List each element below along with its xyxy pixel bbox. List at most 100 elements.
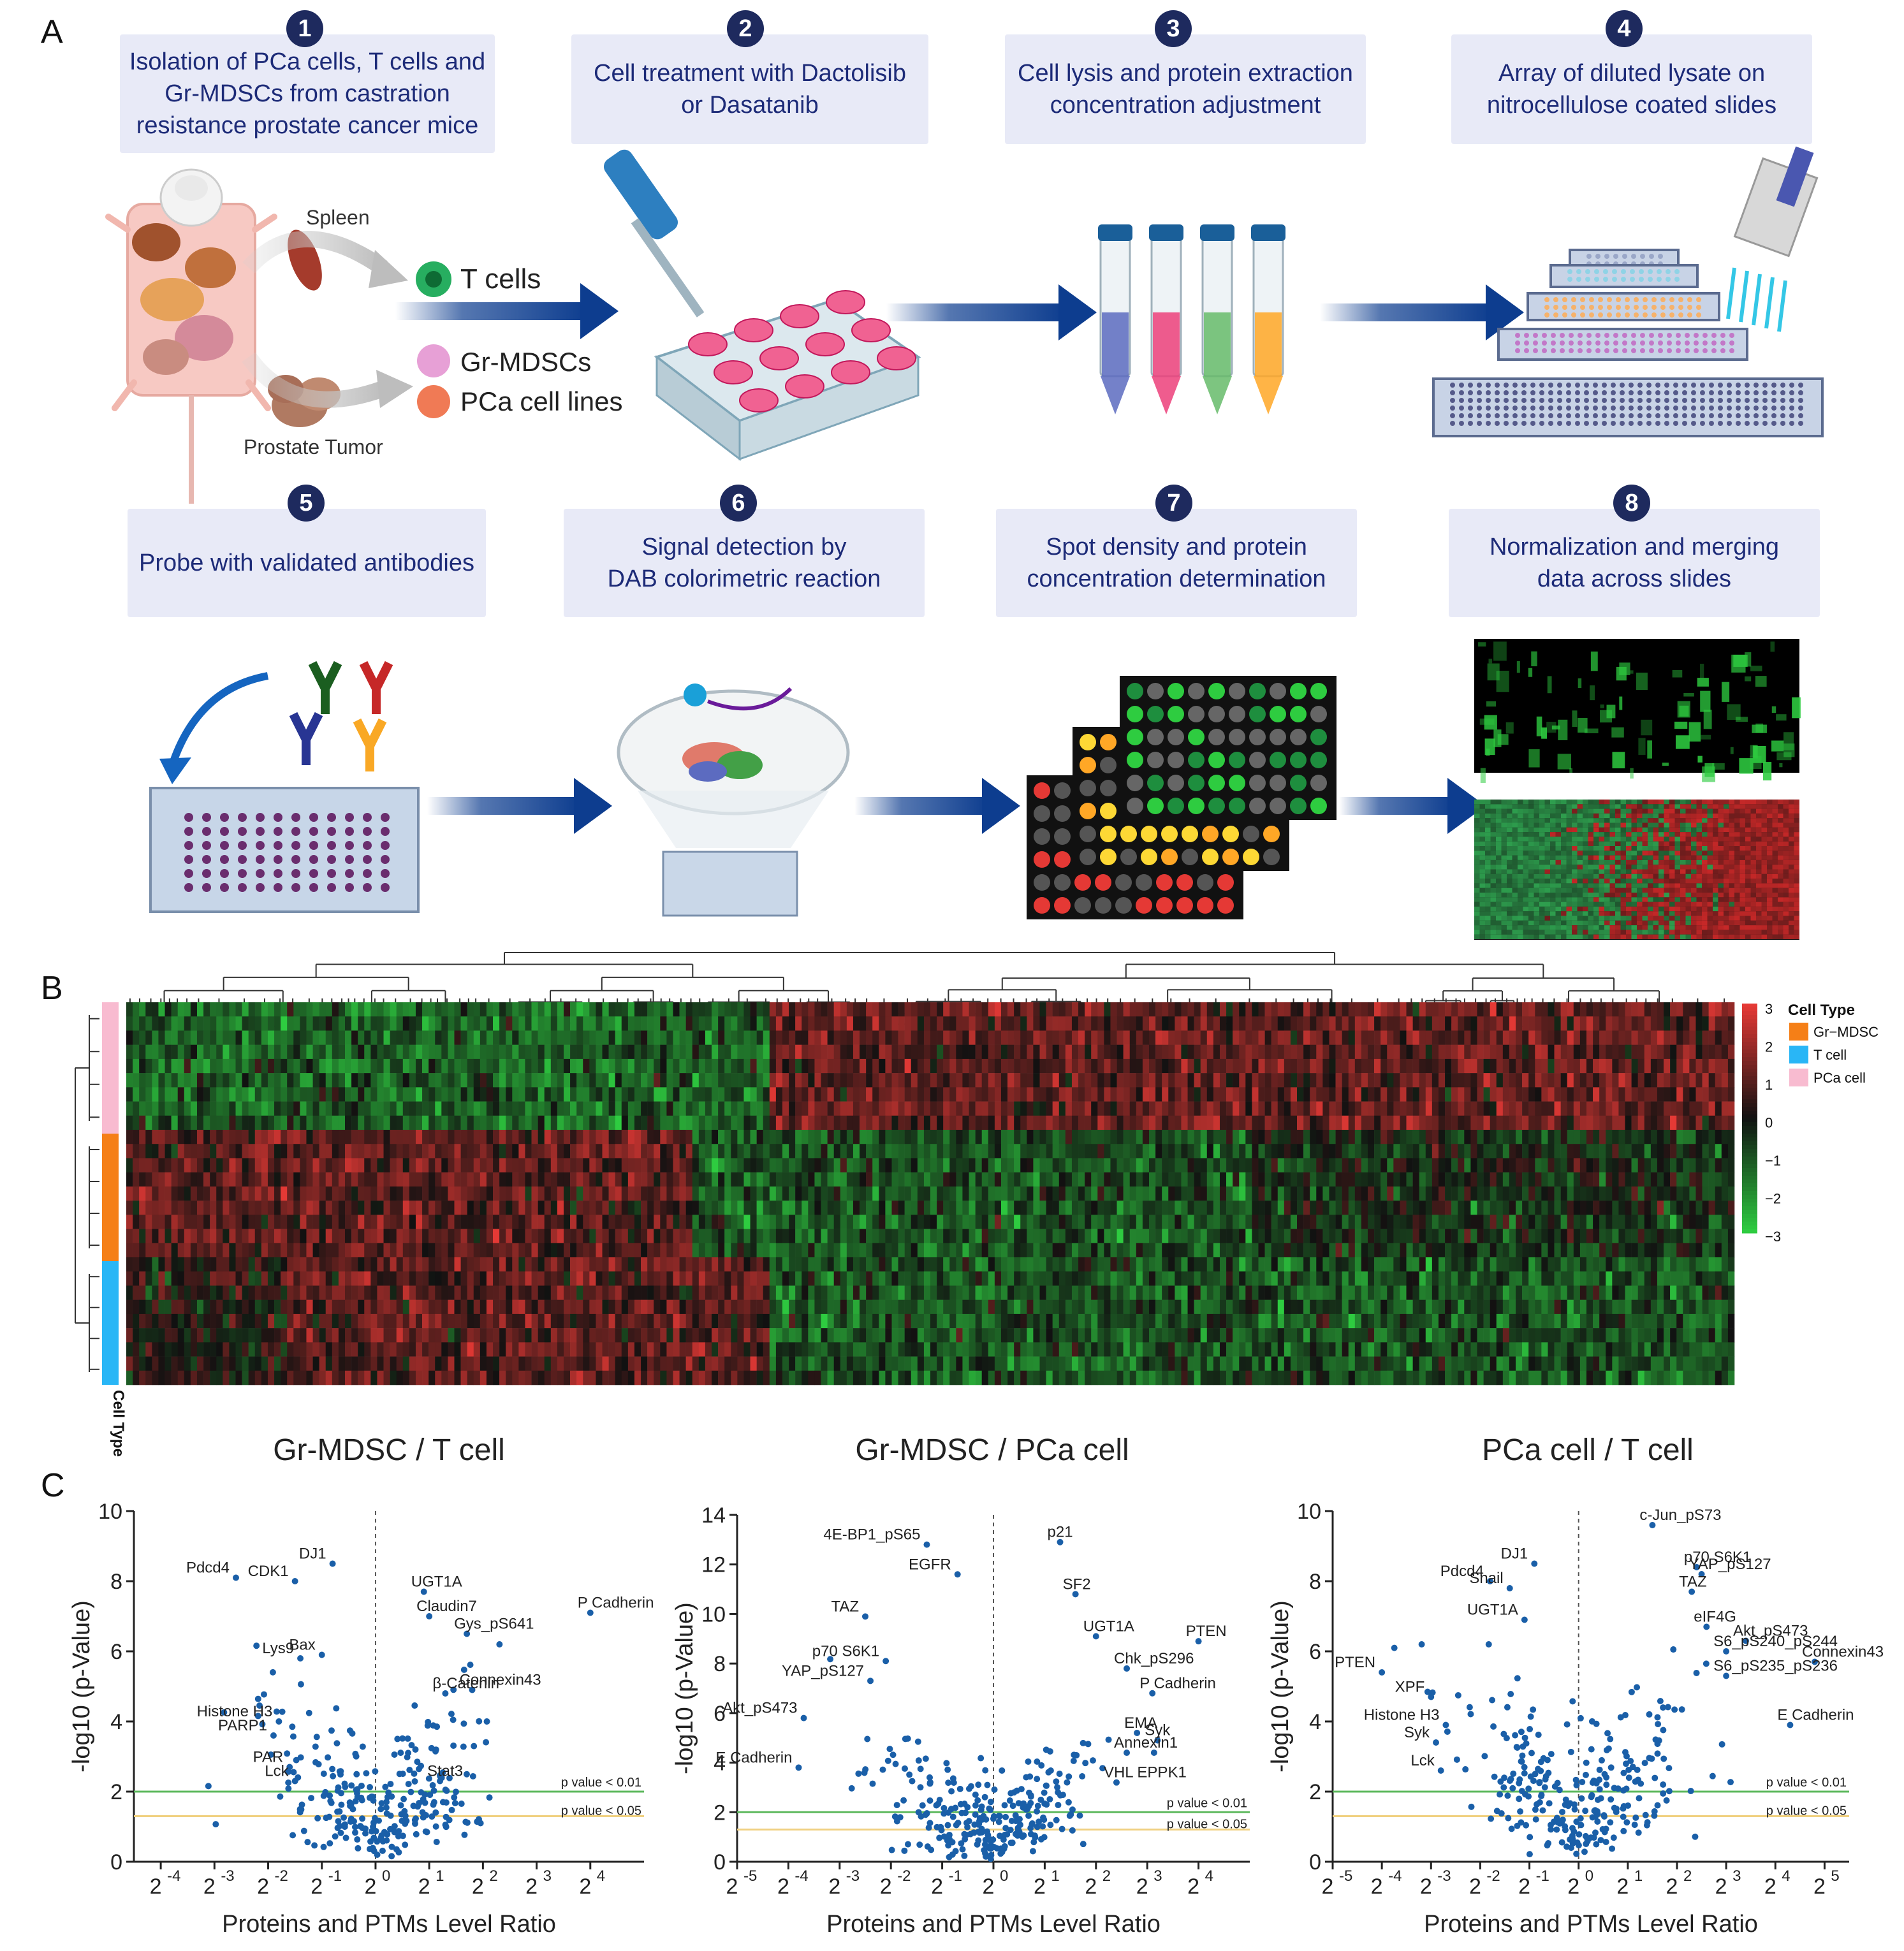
heatmap-cell [608,1044,615,1060]
scan-signal [1674,721,1688,729]
heatmap-cell [190,1002,198,1017]
heatmap-cell [351,1087,358,1102]
heatmap-cell [1367,1030,1375,1045]
merged-cell [1583,883,1588,888]
merged-cell [1534,906,1539,912]
heatmap-cell [589,1016,596,1031]
heatmap-cell [1039,1073,1046,1088]
heatmap-cell [248,1058,256,1074]
scan-signal [1619,696,1623,710]
heatmap-cell [821,1073,828,1088]
heatmap-cell [1586,1087,1593,1102]
merged-cell [1566,920,1572,926]
merged-cell [1599,879,1604,884]
heatmap-cell [981,1058,989,1074]
heatmap-cell [486,1016,494,1031]
heatmap-cell [506,1044,513,1060]
heatmap-cell [248,1101,256,1116]
heatmap-cell [1483,1058,1490,1074]
heatmap-cell [1509,1044,1516,1060]
merged-cell [1680,841,1686,846]
slide-spot [1727,406,1732,411]
merged-cell [1555,855,1561,860]
heatmap-cell [1142,1058,1150,1074]
slide-spot [1512,383,1518,388]
merged-cell [1490,879,1496,884]
merged-cell [1756,873,1762,879]
heatmap-cell [698,1073,706,1088]
slide-spot [1637,413,1643,418]
merged-cell [1572,818,1578,823]
merged-cell [1772,897,1778,902]
slide-spot [1586,254,1592,259]
heatmap-cell [1702,1058,1709,1074]
heatmap-cell [544,1002,552,1017]
heatmap-cell [1110,1058,1117,1074]
merged-cell [1653,800,1659,805]
merged-cell [1674,855,1680,860]
slide-spot [1673,413,1678,418]
merged-cell [1685,888,1691,893]
merged-cell [1523,906,1528,912]
heatmap-cell [724,1002,731,1017]
heatmap-cell [937,1044,944,1060]
merged-cell [1501,883,1507,888]
slide-spot [1566,383,1571,388]
slide-spot [1718,406,1723,411]
heatmap-cell [1650,1030,1658,1045]
heatmap-cell [1187,1002,1194,1017]
merged-cell [1615,837,1621,842]
merged-cell [1496,832,1502,837]
density-spot [1249,683,1266,699]
heatmap-cell [293,1058,300,1074]
heatmap-cell [165,1030,172,1045]
heatmap-cell [891,1073,898,1088]
slide-spot [1682,383,1687,388]
heatmap-cell [506,1073,513,1088]
heatmap-cell [1091,1058,1098,1074]
merged-cell [1626,800,1632,805]
merged-cell [1648,837,1653,842]
heatmap-cell [460,1101,467,1116]
heatmap-cell [1297,1044,1304,1060]
well [851,318,891,342]
slide-spot [1729,340,1734,346]
heatmap-cell [962,1058,969,1074]
merged-cell [1507,865,1512,870]
heatmap-cell [383,1044,390,1060]
heatmap-cell [557,1002,564,1017]
slide-spot [1700,383,1705,388]
heatmap-cell [860,1016,867,1031]
merged-cell [1767,893,1773,898]
merged-cell [1577,906,1583,912]
heatmap-cell [428,1087,436,1102]
merged-cell [1642,859,1648,865]
heatmap-cell [1258,1087,1265,1102]
heatmap-cell [158,1044,165,1060]
heatmap-cell [1162,1030,1169,1045]
heatmap-cell [1136,1030,1143,1045]
heatmap-cell [627,1058,635,1074]
heatmap-cell [223,1058,230,1074]
heatmap-cell [1129,1030,1137,1045]
merged-cell [1518,859,1523,865]
merged-cell [1696,879,1702,884]
merged-cell [1648,906,1653,912]
merged-cell [1479,897,1485,902]
merged-cell [1620,832,1626,837]
heatmap-cell [1226,1073,1233,1088]
merged-cell [1544,859,1550,865]
merged-cell [1539,883,1545,888]
merged-cell [1674,837,1680,842]
merged-cell [1729,869,1734,874]
slide-spot [1682,390,1687,395]
heatmap-cell [267,1058,275,1074]
heatmap-cell [126,1058,133,1074]
merged-cell [1604,841,1610,846]
heatmap-cell [911,1030,918,1045]
merged-cell [1648,916,1653,921]
merged-cell [1512,832,1518,837]
heatmap-cell [312,1073,319,1088]
merged-cell [1523,925,1528,930]
merged-cell [1583,832,1588,837]
